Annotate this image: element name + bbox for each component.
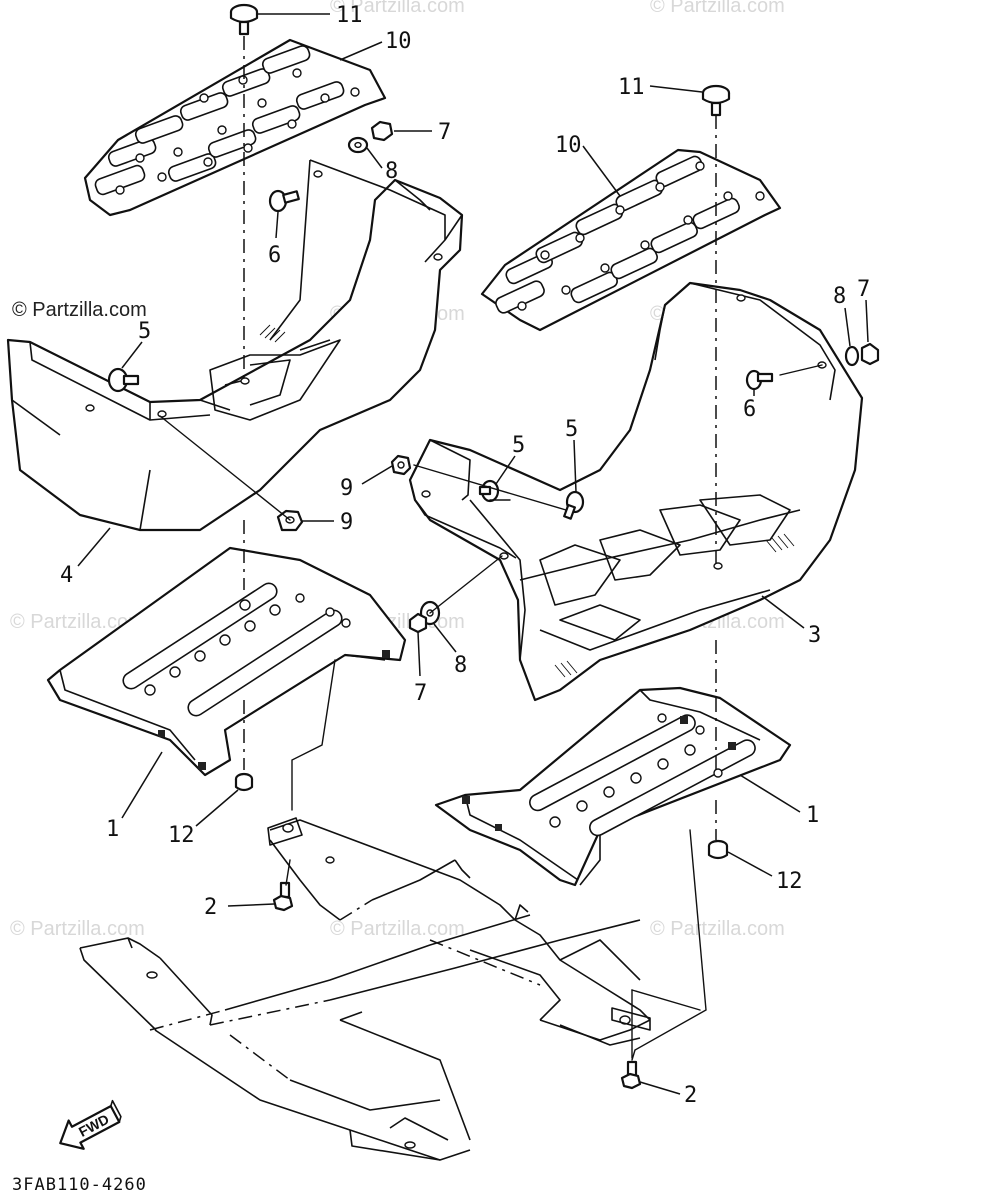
frame [79, 817, 651, 1161]
callout-8-mid: 8 [454, 653, 467, 678]
collar-9-right [390, 454, 412, 476]
callout-11-right: 11 [618, 75, 645, 100]
callout-10-right: 10 [555, 133, 582, 158]
callout-4: 4 [60, 563, 73, 588]
left-under-guard [46, 546, 407, 777]
callout-2-left: 2 [204, 895, 217, 920]
nut-7-left [370, 120, 394, 142]
partzilla-watermark: © Partzilla.com [12, 299, 147, 321]
bolt-11-right [701, 84, 731, 117]
bolt-6-right [745, 369, 774, 391]
callout-10-left: 10 [385, 29, 412, 54]
callout-6-right: 6 [743, 397, 756, 422]
grommet-12-left [234, 772, 254, 792]
studs [517, 161, 765, 311]
right-footpad [480, 148, 782, 332]
callout-1-right: 1 [806, 803, 819, 828]
assembly-lines [159, 36, 823, 1061]
callout-7-left: 7 [438, 120, 451, 145]
callout-6-left: 6 [268, 243, 281, 268]
callout-8-left: 8 [385, 159, 398, 184]
bolt-6-left [268, 189, 300, 213]
nut-7-mid [408, 612, 428, 634]
callout-7-right: 7 [857, 277, 870, 302]
fwd-arrow-icon: FWD [59, 1099, 122, 1150]
right-footrest-tray [408, 281, 864, 702]
watermark-text: © Partzilla.com [10, 918, 145, 940]
watermark-text: © Partzilla.com [330, 0, 465, 17]
bolt-2-right [620, 1060, 642, 1090]
callout-1-left: 1 [106, 817, 119, 842]
watermark-text: © Partzilla.com [650, 918, 785, 940]
diagram-code: 3FAB110-4260 [12, 1175, 147, 1195]
left-footrest-tray [6, 159, 464, 532]
bolt-5-right-b [563, 490, 585, 520]
callout-5-left: 5 [138, 319, 151, 344]
callout-2-right: 2 [684, 1083, 697, 1108]
callout-8-right: 8 [833, 284, 846, 309]
watermark-text: © Partzilla.com [330, 918, 465, 940]
callout-12-left: 12 [168, 823, 195, 848]
bolt-2-left [272, 881, 294, 912]
callout-5-right-b: 5 [565, 417, 578, 442]
callout-7-mid: 7 [414, 681, 427, 706]
grommet-12-right [707, 839, 729, 860]
bolt-11-left [229, 3, 259, 36]
callout-9-right: 9 [340, 476, 353, 501]
callout-5-right-a: 5 [512, 433, 525, 458]
callout-12-right: 12 [776, 869, 803, 894]
callout-11-left: 11 [336, 3, 363, 28]
studs [115, 68, 360, 195]
washer-8-right [844, 345, 860, 367]
callouts: 11 10 7 8 6 5 9 4 11 10 8 7 6 [60, 3, 870, 1108]
callout-9-left-low: 9 [340, 510, 353, 535]
fasteners [107, 3, 880, 1090]
watermark-text: © Partzilla.com [10, 611, 145, 633]
watermark-text: © Partzilla.com [650, 0, 785, 17]
left-footpad [83, 38, 387, 217]
callout-3: 3 [808, 623, 821, 648]
nut-7-right [860, 342, 880, 366]
bolt-5-left [107, 367, 140, 393]
right-under-guard [434, 686, 792, 887]
